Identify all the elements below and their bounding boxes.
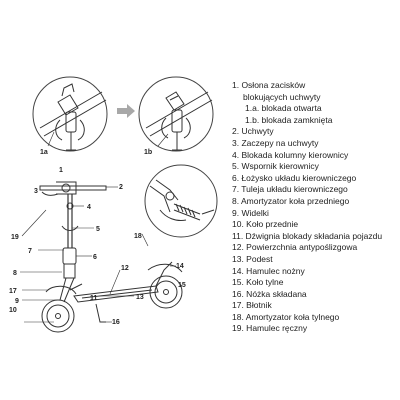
callout-numbers: 1a 1b 2 3 1 4 5 19 7 6 8 17 9 10 11 12 1… — [9, 149, 186, 326]
legend-item-1: 1. Osłona zacisków — [232, 80, 306, 90]
parts-legend: 1. Osłona zacisków blokujących uchwyty 1… — [232, 80, 400, 335]
legend-item-10: 10. Koło przednie — [232, 219, 299, 230]
callout-2: 2 — [119, 184, 123, 191]
callout-17: 17 — [9, 288, 17, 295]
callout-16: 16 — [112, 319, 120, 326]
legend-item-1-cont: blokujących uchwyty — [243, 91, 321, 102]
callout-7: 7 — [28, 248, 32, 255]
callout-8: 8 — [13, 270, 17, 277]
detail-1a-lock-open — [32, 76, 108, 152]
legend-item-6: 6. Łożysko układu kierowniczego — [232, 172, 357, 183]
transition-arrow — [117, 104, 135, 118]
leader-lines — [20, 131, 183, 323]
callout-13: 13 — [136, 294, 144, 301]
legend-item-2: 2. Uchwyty — [232, 126, 274, 137]
legend-item-5: 5. Wspornik kierownicy — [232, 161, 319, 172]
legend-item-17: 17. Błotnik — [232, 300, 272, 311]
legend-item-8: 8. Amortyzator koła przedniego — [232, 195, 350, 206]
callout-1b: 1b — [144, 149, 152, 156]
deck — [73, 285, 159, 303]
callout-11: 11 — [90, 295, 98, 302]
legend-item-11: 11. Dźwignia blokady składania pojazdu — [232, 230, 383, 241]
legend-item-1b: 1.b. blokada zamknięta — [245, 114, 333, 125]
legend-item-12: 12. Powierzchnia antypoślizgowa — [232, 242, 358, 253]
legend-item-13: 13. Podest — [232, 253, 273, 264]
handlebar — [39, 185, 107, 191]
legend-item-1a: 1.a. blokada otwarta — [245, 103, 322, 114]
callout-10: 10 — [9, 307, 17, 314]
callout-19: 19 — [11, 234, 19, 241]
callout-4: 4 — [87, 204, 91, 211]
legend-item-15: 15. Koło tylne — [232, 277, 284, 288]
legend-item-16: 16. Nóżka składana — [232, 288, 307, 299]
callout-6: 6 — [93, 254, 97, 261]
legend-item-3: 3. Zaczepy na uchwyty — [232, 137, 319, 148]
legend-item-9: 9. Widelki — [232, 207, 269, 218]
callout-9: 9 — [15, 298, 19, 305]
callout-3: 3 — [34, 188, 38, 195]
detail-rear-shock — [144, 164, 218, 238]
legend-item-7: 7. Tuleja układu kierowniczego — [232, 184, 348, 195]
callout-12: 12 — [121, 265, 129, 272]
legend-item-18: 18. Amortyzator koła tylnego — [232, 311, 340, 322]
legend-item-4: 4. Blokada kolumny kierownicy — [232, 149, 349, 160]
legend-item-19: 19. Hamulec ręczny — [232, 323, 308, 334]
rear-fender — [147, 263, 183, 273]
callout-15: 15 — [178, 282, 186, 289]
callout-1a: 1a — [40, 149, 48, 156]
callout-5: 5 — [96, 226, 100, 233]
callout-14: 14 — [176, 263, 184, 270]
rear-wheel — [149, 275, 183, 309]
callout-1: 1 — [59, 167, 63, 174]
callout-18: 18 — [134, 233, 142, 240]
legend-item-14: 14. Hamulec nożny — [232, 265, 305, 276]
detail-1b-lock-closed — [138, 76, 214, 152]
